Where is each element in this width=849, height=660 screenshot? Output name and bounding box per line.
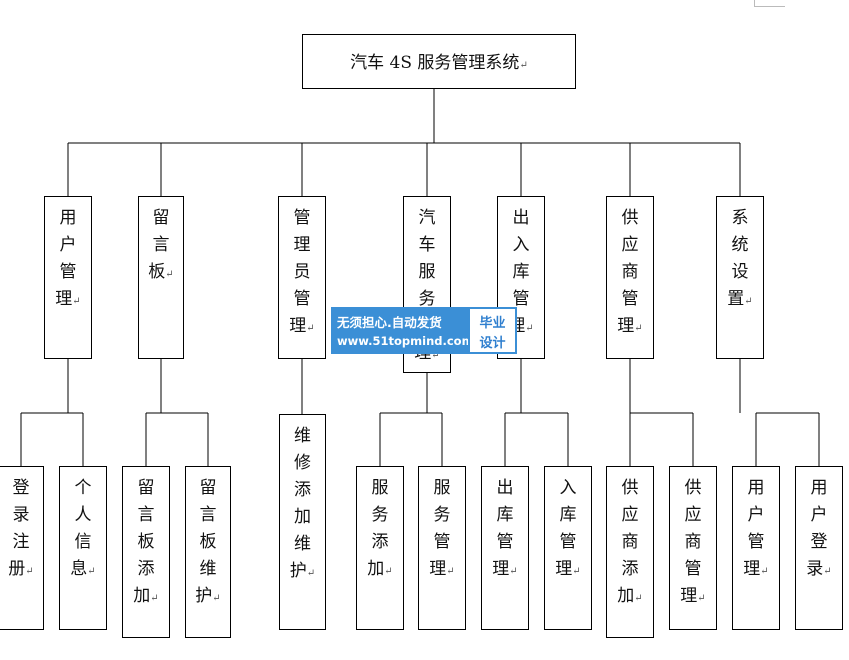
return-mark: ↵ [72,296,81,307]
root-node: 汽车 4S 服务管理系统↵ [302,34,576,89]
function-node-f5: 维 修 添 加 维 护↵ [279,414,326,630]
function-node-f2: 个 人 信 息↵ [59,466,107,630]
return-mark: ↵ [823,566,832,577]
return-mark: ↵ [509,566,518,577]
return-mark: ↵ [384,566,393,577]
return-mark: ↵ [150,593,159,604]
return-mark: ↵ [306,568,316,579]
watermark: 无须担心.自动发货 www.51topmind.com 毕业 设计 [331,307,517,354]
return-mark: ↵ [744,296,753,307]
function-node-f3: 留 言 板 添 加↵ [122,466,170,638]
function-node-f1: 登 录 注 册↵ [0,466,44,630]
module-node-m1: 用 户 管 理↵ [44,196,92,359]
function-node-f8: 出 库 管 理↵ [481,466,529,630]
module-label: 管 理 员 管 理 [289,208,311,336]
function-label: 用 户 管 理 [743,478,765,579]
return-mark: ↵ [25,566,34,577]
function-node-f9: 入 库 管 理↵ [544,466,592,630]
watermark-url: www.51topmind.com [337,334,474,348]
function-node-f6: 服 务 添 加↵ [356,466,404,630]
function-node-f13: 用 户 登 录↵ [795,466,843,630]
function-label: 供 应 商 管 理 [680,478,702,606]
return-mark: ↵ [165,269,174,280]
module-label: 留 言 板 [148,208,170,282]
module-node-m6: 供 应 商 管 理↵ [606,196,654,359]
watermark-slogan: 无须担心.自动发货 [337,315,442,330]
function-label: 维 修 添 加 维 护 [289,426,311,581]
function-label: 出 库 管 理 [492,478,514,579]
return-mark: ↵ [697,593,706,604]
function-node-f12: 用 户 管 理↵ [732,466,780,630]
watermark-badge-top: 毕业 [479,316,506,331]
return-mark: ↵ [212,593,221,604]
function-label: 个 人 信 息 [70,478,92,579]
return-mark: ↵ [525,323,534,334]
module-label: 系 统 设 置 [727,208,749,309]
return-mark: ↵ [634,323,643,334]
function-node-f10: 供 应 商 添 加↵ [606,466,654,638]
return-mark: ↵ [446,566,455,577]
module-node-m2: 留 言 板↵ [138,196,184,359]
return-mark: ↵ [760,566,769,577]
function-node-f11: 供 应 商 管 理↵ [669,466,717,630]
return-mark: ↵ [519,60,528,71]
return-mark: ↵ [572,566,581,577]
function-label: 服 务 管 理 [429,478,451,579]
function-label: 供 应 商 添 加 [617,478,639,606]
return-mark: ↵ [87,566,96,577]
page-corner-mark [754,0,785,7]
watermark-badge: 毕业 设计 [468,307,517,354]
module-node-m7: 系 统 设 置↵ [716,196,764,359]
watermark-badge-bottom: 设计 [479,336,506,351]
return-mark: ↵ [431,350,440,361]
module-label: 用 户 管 理 [55,208,77,309]
return-mark: ↵ [634,593,643,604]
module-label: 供 应 商 管 理 [617,208,639,336]
module-node-m3: 管 理 员 管 理↵ [278,196,326,359]
function-node-f7: 服 务 管 理↵ [418,466,466,630]
function-label: 服 务 添 加 [367,478,389,579]
return-mark: ↵ [306,323,315,334]
function-label: 入 库 管 理 [555,478,577,579]
root-title: 汽车 4S 服务管理系统 [350,53,520,73]
function-label: 留 言 板 添 加 [133,478,155,606]
function-label: 登 录 注 册 [8,478,30,579]
function-label: 用 户 登 录 [806,478,828,579]
watermark-banner: 无须担心.自动发货 www.51topmind.com [331,307,474,354]
function-node-f4: 留 言 板 维 护↵ [185,466,231,638]
function-label: 留 言 板 维 护 [195,478,217,606]
